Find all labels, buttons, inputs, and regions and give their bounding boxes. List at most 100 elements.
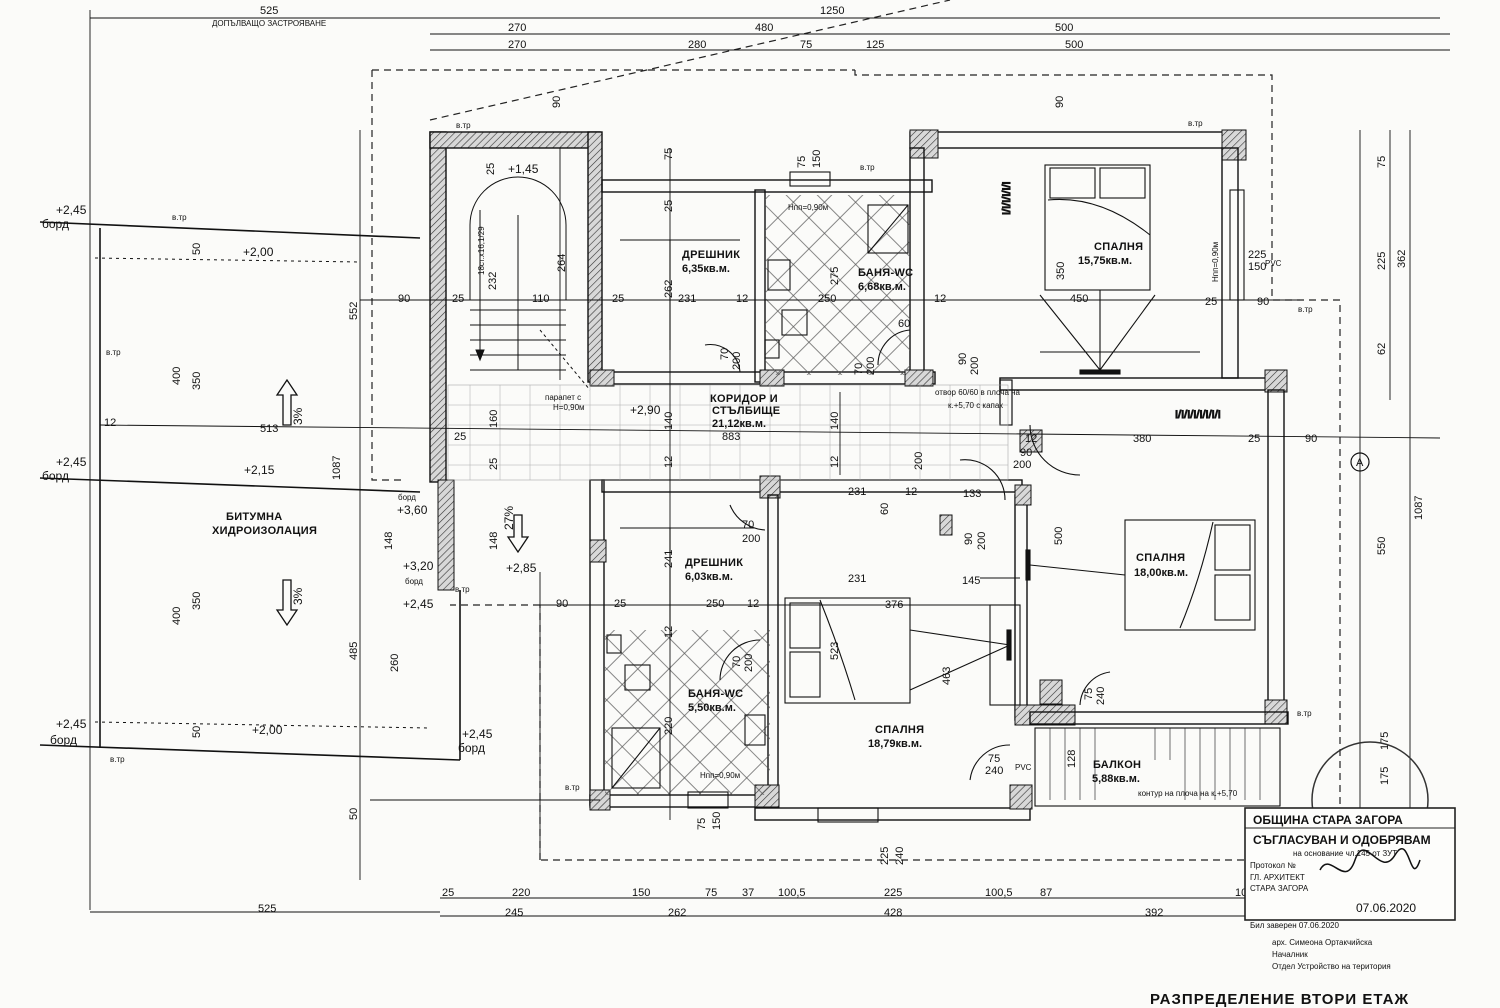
- room-bed2-area: 18,79кв.м.: [868, 738, 922, 750]
- dim-37-bottom: 37: [742, 887, 754, 899]
- room-bed3-area: 18,00кв.м.: [1134, 567, 1188, 579]
- door-150-a: 150: [1248, 261, 1266, 273]
- dim-1087-right: 1087: [1413, 496, 1425, 520]
- stairs-spec: 18ст.х16,1/29: [477, 226, 486, 275]
- dim-463: 463: [941, 667, 953, 685]
- contour-note: контур на плоча на к.+5,70: [1138, 789, 1238, 798]
- dim-220-inner: 220: [663, 717, 675, 735]
- furniture: I/I/I/I/I/I I/I/I/I/I/I/I/I: [606, 164, 1281, 823]
- downpipe-7: в.тр: [565, 783, 580, 792]
- dim-350b: 350: [191, 592, 203, 610]
- dashed-contours: [371, 0, 1341, 861]
- door-75-c: 75: [796, 156, 808, 168]
- room-closet2-area: 6,03кв.м.: [685, 571, 733, 583]
- closet-marks-1: I/I/I/I/I/I: [1001, 181, 1013, 215]
- dimension-lines: [89, 10, 1450, 917]
- level-1: +2,45: [56, 203, 87, 217]
- dim-500b: 500: [1065, 39, 1083, 51]
- level-9-label: борд: [405, 577, 423, 586]
- dim-175b: 175: [1379, 767, 1391, 785]
- dim-500a: 500: [1055, 22, 1073, 34]
- dim-400b: 400: [171, 607, 183, 625]
- stamp-line-10: Отдел Устройство на територия: [1272, 962, 1391, 971]
- dim-883: 883: [722, 431, 740, 443]
- dim-148b: 148: [488, 532, 500, 550]
- stamp-date: 07.06.2020: [1356, 901, 1416, 915]
- window-sill-1: Нпп=0,90м: [788, 203, 828, 212]
- dim-25a: 25: [452, 293, 464, 305]
- dim-125: 125: [866, 39, 884, 51]
- bath1-floor: [765, 195, 910, 375]
- level-8: +3,60: [397, 503, 428, 517]
- door-200-b: 200: [865, 357, 877, 375]
- stamp-line-8: арх. Симеона Ортакчийска: [1272, 938, 1373, 947]
- door-75-a: 75: [988, 753, 1000, 765]
- bath2-floor: [605, 630, 770, 795]
- dim-380: 380: [1133, 433, 1151, 445]
- room-corridor-area: 21,12кв.м.: [712, 418, 766, 430]
- dim-160: 160: [488, 410, 500, 428]
- dim-25b: 25: [612, 293, 624, 305]
- dim-25h: 25: [488, 458, 500, 470]
- dim-270a: 270: [508, 22, 526, 34]
- signature: [1319, 847, 1421, 873]
- window-sill-3: Нпп=0,90м: [700, 771, 740, 780]
- dim-485: 485: [348, 642, 360, 660]
- dim-1087-left: 1087: [331, 456, 343, 480]
- room-bath2-name: БАНЯ-WC: [688, 688, 743, 700]
- room-bed1-name: СПАЛНЯ: [1094, 241, 1143, 253]
- level-4: +2,15: [244, 463, 275, 477]
- roof-slope-2: 3%: [291, 587, 305, 605]
- dim-145: 145: [962, 575, 980, 587]
- door-240-a: 240: [985, 765, 1003, 777]
- dim-280: 280: [688, 39, 706, 51]
- dim-525-bottom: 525: [258, 903, 276, 915]
- door-200-f: 200: [976, 532, 988, 550]
- parapet-note: парапет с: [545, 393, 581, 402]
- dim-87-bottom: 87: [1040, 887, 1052, 899]
- dim-133: 133: [963, 488, 981, 500]
- door-150-c: 150: [711, 812, 723, 830]
- dim-376: 376: [885, 599, 903, 611]
- level-3-label: борд: [42, 469, 69, 483]
- dim-12g: 12: [663, 456, 675, 468]
- dim-90-right: 90: [1257, 296, 1269, 308]
- room-bath1-name: БАНЯ-WC: [858, 267, 913, 279]
- opening-note-2: к.+5,70 с капак: [948, 401, 1003, 410]
- dim-100-5a: 100,5: [778, 887, 806, 899]
- room-bath2-area: 5,50кв.м.: [688, 702, 736, 714]
- door-240-c: 240: [894, 847, 906, 865]
- room-bed2-name: СПАЛНЯ: [875, 724, 924, 736]
- parapet-height: Н=0,90м: [553, 403, 585, 412]
- dim-428-bottom: 428: [884, 907, 902, 919]
- axis-marker: [1350, 452, 1370, 472]
- room-bed1-area: 15,75кв.м.: [1078, 255, 1132, 267]
- dim-400a: 400: [171, 367, 183, 385]
- room-corridor-name2: СТЪЛБИЩЕ: [712, 405, 780, 417]
- dim-245-bottom: 245: [505, 907, 523, 919]
- room-balcony-name: БАЛКОН: [1093, 759, 1141, 771]
- dim-231a: 231: [678, 293, 696, 305]
- downpipe-4: в.тр: [1188, 119, 1203, 128]
- dim-90-top-left: 90: [551, 96, 563, 108]
- door-70-b: 70: [853, 363, 865, 375]
- stamp-line-7: Бил заверен 07.06.2020: [1250, 921, 1339, 930]
- dim-25d: 25: [454, 431, 466, 443]
- downpipe-1: в.тр: [456, 121, 471, 130]
- dim-350-inner: 350: [1055, 262, 1067, 280]
- door-225: 225: [1248, 249, 1266, 261]
- level-13: +2,90: [630, 403, 661, 417]
- dim-75-top: 75: [800, 39, 812, 51]
- dim-12b: 12: [934, 293, 946, 305]
- stair-slope: 27%: [502, 506, 516, 530]
- downpipe-9: в.тр: [106, 348, 121, 357]
- dim-450: 450: [1070, 293, 1088, 305]
- dim-250b: 250: [706, 598, 724, 610]
- dim-232: 232: [487, 272, 499, 290]
- dim-12e: 12: [905, 486, 917, 498]
- stamp-line-5: ГЛ. АРХИТЕКТ: [1250, 873, 1305, 882]
- dim-550: 550: [1376, 537, 1388, 555]
- door-75-b: 75: [1083, 688, 1095, 700]
- dim-12h-a: 12: [829, 456, 841, 468]
- dim-60a: 60: [898, 318, 910, 330]
